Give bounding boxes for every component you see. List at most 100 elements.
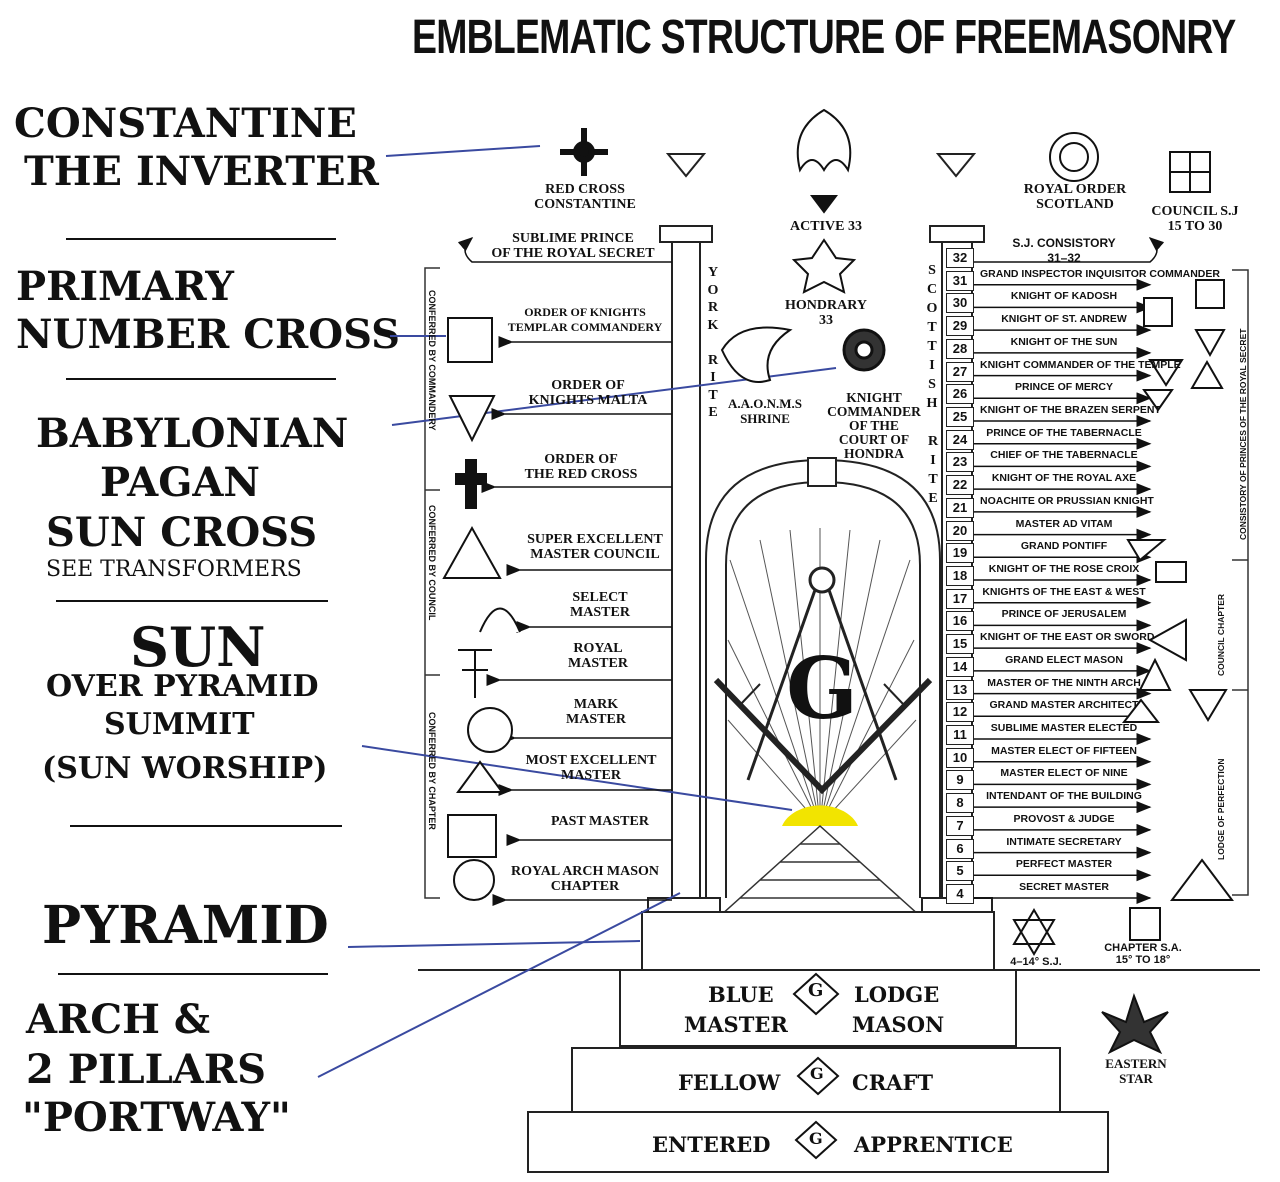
scottish-degree-number: 22 xyxy=(946,475,974,496)
york-rite-letter: R xyxy=(707,352,719,368)
scottish-degree-number: 4 xyxy=(946,884,974,904)
scottish-degree-number: 13 xyxy=(946,679,974,700)
scottish-degree-name: MASTER AD VITAM xyxy=(1015,517,1113,530)
scottish-degree-name: MASTER ELECT OF FIFTEEN xyxy=(991,744,1137,757)
scottish-degree-number: 19 xyxy=(946,543,974,564)
side-label-chapter: CONFERRED BY CHAPTER xyxy=(427,712,437,830)
scottish-degree-name: GRAND INSPECTOR INQUISITOR COMMANDER xyxy=(980,267,1220,280)
scottish-rite-letter: T xyxy=(927,320,937,335)
side-label-commandery: CONFERRED BY COMMANDERY xyxy=(427,290,437,431)
label-sj-4-14: 4–14° S.J. xyxy=(1010,956,1062,968)
scottish-degree-name: KNIGHT OF THE SUN xyxy=(1010,335,1118,348)
annotation-sun-2: OVER PYRAMID xyxy=(46,669,319,704)
scottish-degree-number: 16 xyxy=(946,611,974,632)
scottish-rite-letter: E xyxy=(928,491,938,506)
scottish-degree-name: GRAND PONTIFF xyxy=(1020,540,1108,553)
scottish-arrows xyxy=(974,278,1152,904)
scottish-degree-number: 12 xyxy=(946,702,974,723)
scottish-degree-number: 9 xyxy=(946,770,974,791)
scottish-rite-letter: H xyxy=(926,396,938,411)
council-cross-icon xyxy=(1169,151,1211,193)
scottish-degree-name: PRINCE OF MERCY xyxy=(1014,381,1113,394)
annotation-babylonian-1: BABYLONIAN xyxy=(36,410,349,457)
scottish-icons xyxy=(1121,279,1234,901)
scottish-degree-number: 10 xyxy=(946,747,974,768)
scottish-degree-name: KNIGHT OF THE EAST OR SWORD xyxy=(980,631,1155,644)
scottish-rite-letter: S xyxy=(928,263,936,278)
blue-lodge-left-1: BLUE xyxy=(708,982,774,1007)
york-rite-letter: E xyxy=(708,405,718,420)
scottish-degree-number: 28 xyxy=(946,338,974,359)
scottish-rite-letter: S xyxy=(928,377,936,392)
scottish-degree-name: KNIGHT OF THE BRAZEN SERPENT xyxy=(980,404,1161,416)
side-label-consistory: CONSISTORY OF PRINCES OF THE ROYAL SECRE… xyxy=(1238,328,1248,540)
blue-lodge-right-1: LODGE xyxy=(854,982,940,1007)
scottish-degree-number: 23 xyxy=(946,452,974,473)
york-rite-letter: T xyxy=(708,387,718,403)
scottish-degree-number: 21 xyxy=(946,497,974,518)
label-chapter-sa: CHAPTER S.A.15° TO 18° xyxy=(1104,942,1182,966)
annotation-constantine-2: THE INVERTER xyxy=(24,148,379,195)
annotation-arch-1: ARCH & xyxy=(26,996,210,1043)
york-degree-label: PAST MASTER xyxy=(551,814,649,829)
annotation-primary-1: PRIMARY xyxy=(16,263,234,310)
scottish-degree-name: PROVOST & JUDGE xyxy=(1013,812,1115,825)
annotation-babylonian-3: SUN CROSS xyxy=(46,509,318,556)
annotation-babylonian-4: SEE TRANSFORMERS xyxy=(46,557,302,582)
scottish-degree-name: PERFECT MASTER xyxy=(1015,858,1113,871)
scottish-degree-name: SUBLIME MASTER ELECTED xyxy=(990,722,1138,734)
divider xyxy=(70,825,342,827)
scottish-degree-number: 15 xyxy=(946,634,974,655)
annotation-sun-3: SUMMIT xyxy=(104,707,255,742)
scottish-degree-name: KNIGHT OF THE ROSE CROIX xyxy=(988,563,1140,575)
side-label-council: CONFERRED BY COUNCIL xyxy=(427,505,437,621)
annotation-constantine-1: CONSTANTINE xyxy=(14,100,357,147)
scottish-degree-number: 31 xyxy=(946,270,974,291)
hondrary-cross-icon xyxy=(791,238,857,294)
scottish-degree-name: KNIGHTS OF THE EAST & WEST xyxy=(982,585,1146,598)
scottish-degree-name: KNIGHT OF ST. ANDREW xyxy=(1001,313,1127,326)
scottish-degree-number: 8 xyxy=(946,793,974,814)
active33-eagle-icon xyxy=(796,108,852,214)
eastern-star-icon xyxy=(1101,992,1169,1055)
scottish-degree-number: 26 xyxy=(946,384,974,405)
scottish-degree-number: 27 xyxy=(946,361,974,382)
entered-apprentice-left: ENTERED xyxy=(652,1132,771,1157)
red-cross-icon xyxy=(560,128,608,176)
g-emblem-letter: G xyxy=(809,1129,823,1148)
g-emblem-letter: G xyxy=(808,980,824,1001)
scottish-degree-name: CHIEF OF THE TABERNACLE xyxy=(990,449,1138,462)
pyramid-brick xyxy=(718,824,922,917)
york-rite-letter: O xyxy=(707,282,719,298)
g-letter: G xyxy=(786,639,858,738)
fellow-craft-left: FELLOW xyxy=(678,1070,781,1095)
york-rite-letter: I xyxy=(710,370,716,385)
scottish-degree-number: 20 xyxy=(946,520,974,541)
scottish-degree-name: KNIGHT OF THE ROYAL AXE xyxy=(991,472,1137,485)
york-rite-letter: R xyxy=(707,300,719,315)
scottish-rite-letter: T xyxy=(927,339,937,354)
divider xyxy=(66,378,336,380)
scottish-degree-number: 30 xyxy=(946,293,974,314)
annotation-babylonian-2: PAGAN xyxy=(100,459,260,506)
scottish-rite-letter: R xyxy=(927,434,939,449)
blue-lodge-left-2: MASTER xyxy=(684,1012,788,1037)
york-arrows xyxy=(481,336,672,906)
annotation-pyramid: PYRAMID xyxy=(42,895,329,956)
royal-order-seal-icon xyxy=(1049,132,1099,182)
scottish-degree-name: PRINCE OF JERUSALEM xyxy=(1001,608,1127,621)
chapter-sa-icon xyxy=(1129,907,1161,941)
